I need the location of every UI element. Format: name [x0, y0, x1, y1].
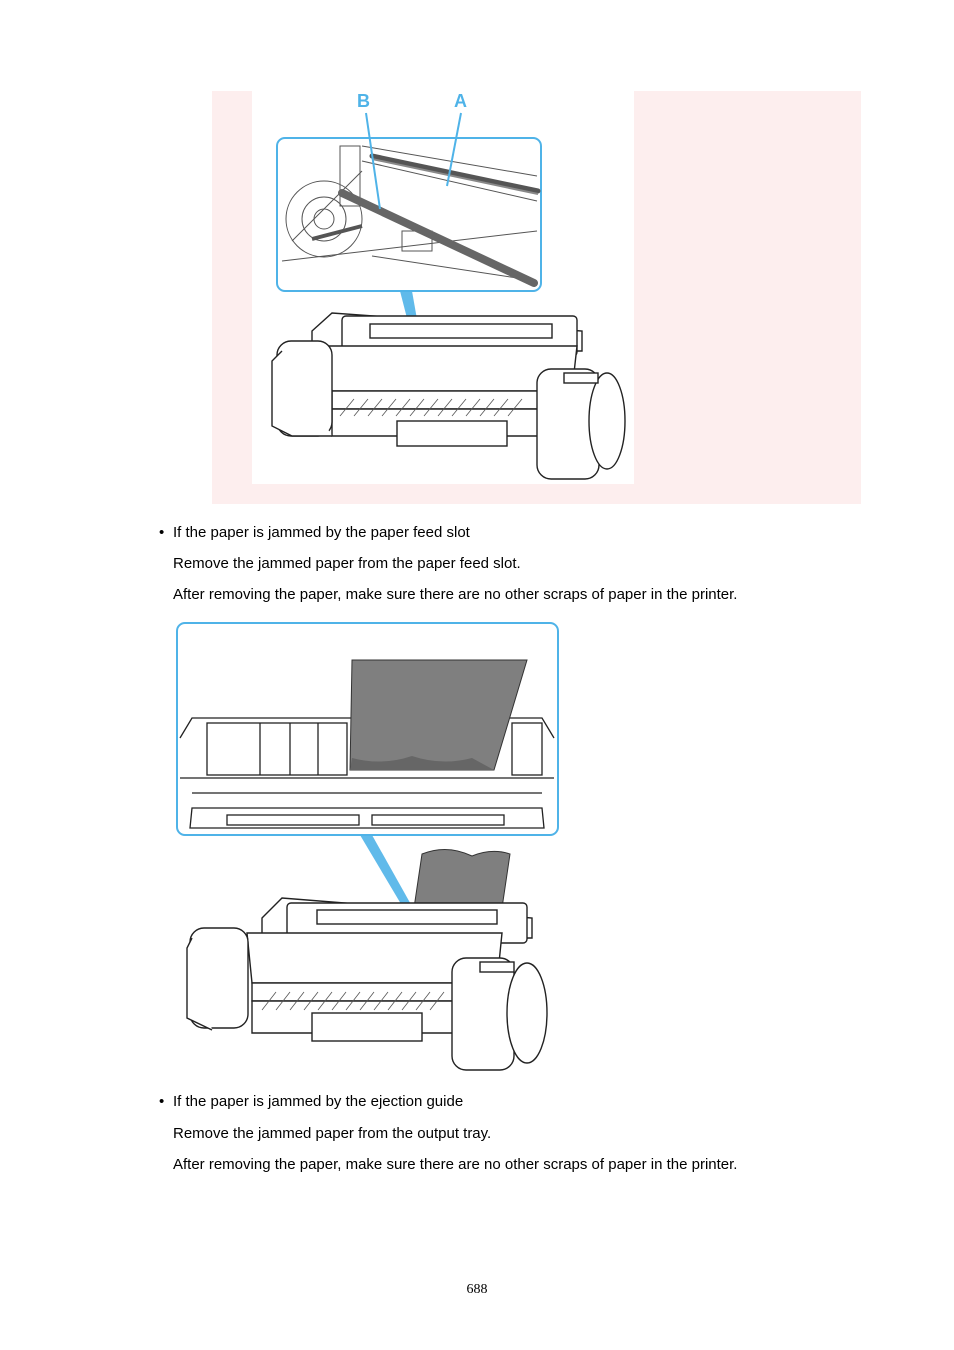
label-b: B	[357, 91, 370, 111]
section-heading-feed-slot: If the paper is jammed by the paper feed…	[173, 524, 470, 541]
instruction-line: Remove the jammed paper from the output …	[173, 1125, 492, 1142]
figure-roller-detail: B A	[252, 91, 634, 484]
instruction-line: After removing the paper, make sure ther…	[173, 586, 738, 603]
section-heading-ejection-guide: If the paper is jammed by the ejection g…	[173, 1093, 464, 1110]
page-number: 688	[466, 1282, 488, 1297]
instruction-line: After removing the paper, make sure ther…	[173, 1156, 738, 1173]
instruction-line: Remove the jammed paper from the paper f…	[173, 555, 521, 572]
label-a: A	[454, 91, 467, 111]
figure-feed-slot-removal	[172, 618, 562, 1078]
bullet: •	[159, 1093, 165, 1110]
bullet: •	[159, 524, 165, 541]
